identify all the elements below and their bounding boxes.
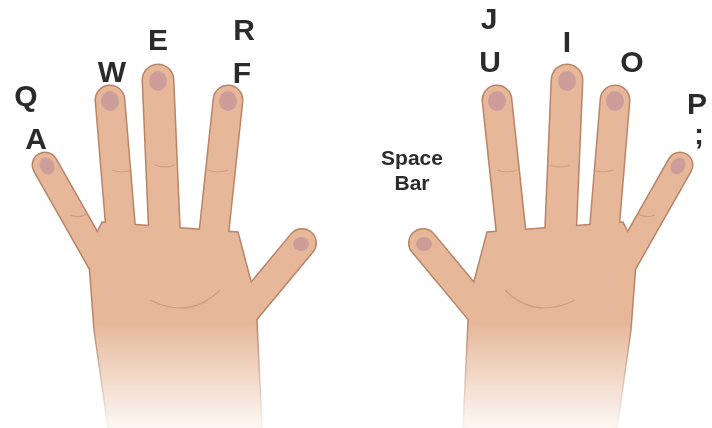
key-label: E (148, 25, 168, 55)
left-hand (0, 0, 320, 428)
key-label: P (687, 89, 707, 119)
key-label: F (233, 58, 251, 88)
space-bar-label: Space Bar (372, 145, 452, 195)
key-label: Q (14, 81, 37, 111)
key-label: ; (694, 119, 704, 149)
key-label: I (563, 27, 571, 57)
key-label: R (233, 15, 255, 45)
key-label: W (98, 57, 126, 87)
key-label: O (620, 47, 643, 77)
key-label: A (25, 124, 47, 154)
key-label: J (481, 4, 498, 34)
key-label: U (479, 47, 501, 77)
right-hand (405, 0, 712, 428)
